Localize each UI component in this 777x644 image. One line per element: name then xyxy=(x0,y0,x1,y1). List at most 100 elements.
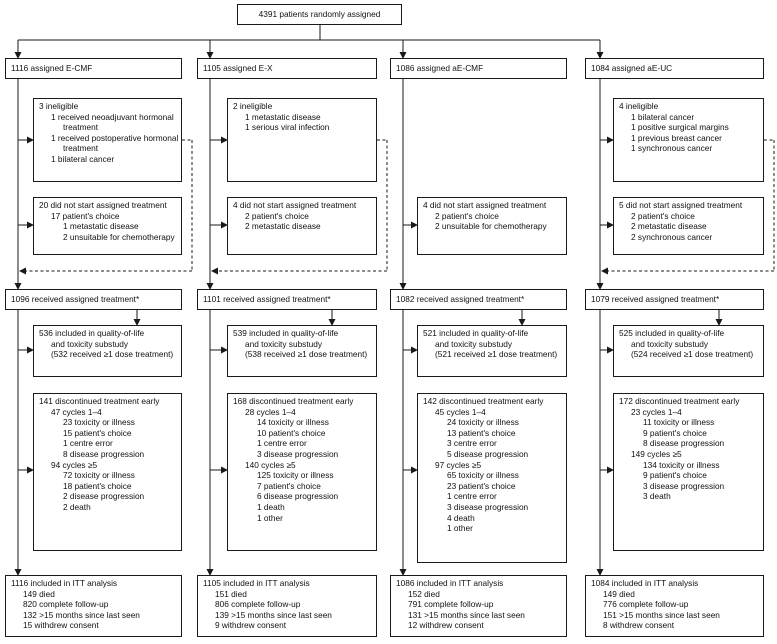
discontinued-line: 65 toxicity or illness xyxy=(447,470,519,481)
itt-line: 152 died xyxy=(408,588,440,599)
ineligible-line: 1 positive surgical margins xyxy=(631,122,729,133)
received-box-text: 1101 received assigned treatment* xyxy=(203,294,331,304)
discontinued-line: 47 cycles 1–4 xyxy=(51,406,102,417)
did-not-start-line: 5 did not start assigned treatment xyxy=(619,200,743,210)
ineligible-line: 3 ineligible xyxy=(39,101,79,111)
assigned-box: 1116 assigned E-CMF xyxy=(5,58,182,79)
did-not-start-line: 2 metastatic disease xyxy=(631,221,707,232)
substudy-line: 521 included in quality-of-life xyxy=(423,328,529,338)
discontinued-line: 9 patient's choice xyxy=(643,470,707,481)
assigned-box-text: 1116 assigned E-CMF xyxy=(11,63,93,73)
itt-line: 15 withdrew consent xyxy=(23,620,99,631)
ineligible-line: 1 bilateral cancer xyxy=(631,111,695,122)
did-not-start-line: 2 synchronous cancer xyxy=(631,231,713,242)
discontinued-line: 168 discontinued treatment early xyxy=(233,396,354,406)
randomized-box: 4391 patients randomly assigned xyxy=(237,4,402,25)
discontinued-line: 1 other xyxy=(257,512,283,523)
did-not-start-line: 1 metastatic disease xyxy=(63,221,139,232)
discontinued-line: 7 patient's choice xyxy=(257,480,321,491)
substudy-line: 539 included in quality-of-life xyxy=(233,328,339,338)
received-box: 1096 received assigned treatment* xyxy=(5,289,182,310)
discontinued-line: 149 cycles ≥5 xyxy=(631,448,682,459)
discontinued-line: 18 patient's choice xyxy=(63,480,132,491)
discontinued-line: 3 disease progression xyxy=(643,480,725,491)
discontinued-line: 1 centre error xyxy=(63,438,113,449)
assigned-box: 1105 assigned E-X xyxy=(197,58,377,79)
discontinued-line: 140 cycles ≥5 xyxy=(245,459,296,470)
discontinued-line: 3 centre error xyxy=(447,438,497,449)
assigned-box: 1084 assigned aE-UC xyxy=(585,58,764,79)
itt-line: 139 >15 months since last seen xyxy=(215,609,332,620)
ineligible-line: 1 received postoperative hormonal xyxy=(51,132,179,143)
ineligible-line: treatment xyxy=(63,122,99,133)
itt-line: 132 >15 months since last seen xyxy=(23,609,140,620)
discontinued-line: 3 disease progression xyxy=(257,448,339,459)
discontinued-line: 23 cycles 1–4 xyxy=(631,406,682,417)
discontinued-line: 45 cycles 1–4 xyxy=(435,406,486,417)
discontinued-line: 2 disease progression xyxy=(63,491,145,502)
assigned-box: 1086 assigned aE-CMF xyxy=(390,58,567,79)
itt-line: 151 >15 months since last seen xyxy=(603,609,720,620)
itt-line: 806 complete follow-up xyxy=(215,599,301,610)
discontinued-line: 4 death xyxy=(447,512,475,523)
did-not-start-line: 2 patient's choice xyxy=(435,210,499,221)
discontinued-line: 11 toxicity or illness xyxy=(643,417,715,428)
discontinued-line: 141 discontinued treatment early xyxy=(39,396,160,406)
discontinued-line: 3 death xyxy=(643,491,671,502)
itt-line: 9 withdrew consent xyxy=(215,620,287,631)
substudy-line: and toxicity substudy xyxy=(631,338,709,349)
discontinued-line: 14 toxicity or illness xyxy=(257,417,329,428)
discontinued-line: 142 discontinued treatment early xyxy=(423,396,544,406)
discontinued-line: 13 patient's choice xyxy=(447,427,516,438)
discontinued-line: 8 disease progression xyxy=(63,448,145,459)
discontinued-line: 8 disease progression xyxy=(643,438,725,449)
discontinued-line: 1 centre error xyxy=(447,491,497,502)
substudy-line: 525 included in quality-of-life xyxy=(619,328,725,338)
substudy-line: 536 included in quality-of-life xyxy=(39,328,145,338)
itt-line: 820 complete follow-up xyxy=(23,599,109,610)
received-box-text: 1082 received assigned treatment* xyxy=(396,294,525,304)
did-not-start-line: 4 did not start assigned treatment xyxy=(233,200,357,210)
ineligible-line: 1 serious viral infection xyxy=(245,122,330,133)
received-box: 1079 received assigned treatment* xyxy=(585,289,764,310)
discontinued-line: 9 patient's choice xyxy=(643,427,707,438)
received-box: 1101 received assigned treatment* xyxy=(197,289,377,310)
ineligible-line: 1 previous breast cancer xyxy=(631,132,722,143)
ineligible-line: 1 received neoadjuvant hormonal xyxy=(51,111,174,122)
ineligible-line: 2 ineligible xyxy=(233,101,273,111)
discontinued-line: 172 discontinued treatment early xyxy=(619,396,740,406)
ineligible-line: treatment xyxy=(63,143,99,154)
itt-line: 8 withdrew consent xyxy=(603,620,675,631)
discontinued-line: 94 cycles ≥5 xyxy=(51,459,98,470)
substudy-line: (524 received ≥1 dose treatment) xyxy=(631,349,754,360)
itt-line: 149 died xyxy=(603,588,635,599)
discontinued-line: 1 other xyxy=(447,523,473,534)
discontinued-line: 5 disease progression xyxy=(447,448,529,459)
did-not-start-line: 4 did not start assigned treatment xyxy=(423,200,547,210)
did-not-start-line: 2 unsuitable for chemotherapy xyxy=(435,221,547,232)
substudy-line: (532 received ≥1 dose treatment) xyxy=(51,349,174,360)
substudy-line: (521 received ≥1 dose treatment) xyxy=(435,349,558,360)
did-not-start-line: 2 patient's choice xyxy=(631,210,695,221)
substudy-line: and toxicity substudy xyxy=(245,338,323,349)
discontinued-line: 1 centre error xyxy=(257,438,307,449)
discontinued-line: 28 cycles 1–4 xyxy=(245,406,296,417)
discontinued-line: 10 patient's choice xyxy=(257,427,326,438)
discontinued-line: 97 cycles ≥5 xyxy=(435,459,482,470)
did-not-start-line: 20 did not start assigned treatment xyxy=(39,200,167,210)
did-not-start-line: 2 metastatic disease xyxy=(245,221,321,232)
assigned-box-text: 1105 assigned E-X xyxy=(203,63,273,73)
itt-line: 791 complete follow-up xyxy=(408,599,494,610)
itt-line: 1084 included in ITT analysis xyxy=(591,578,699,588)
received-box: 1082 received assigned treatment* xyxy=(390,289,567,310)
